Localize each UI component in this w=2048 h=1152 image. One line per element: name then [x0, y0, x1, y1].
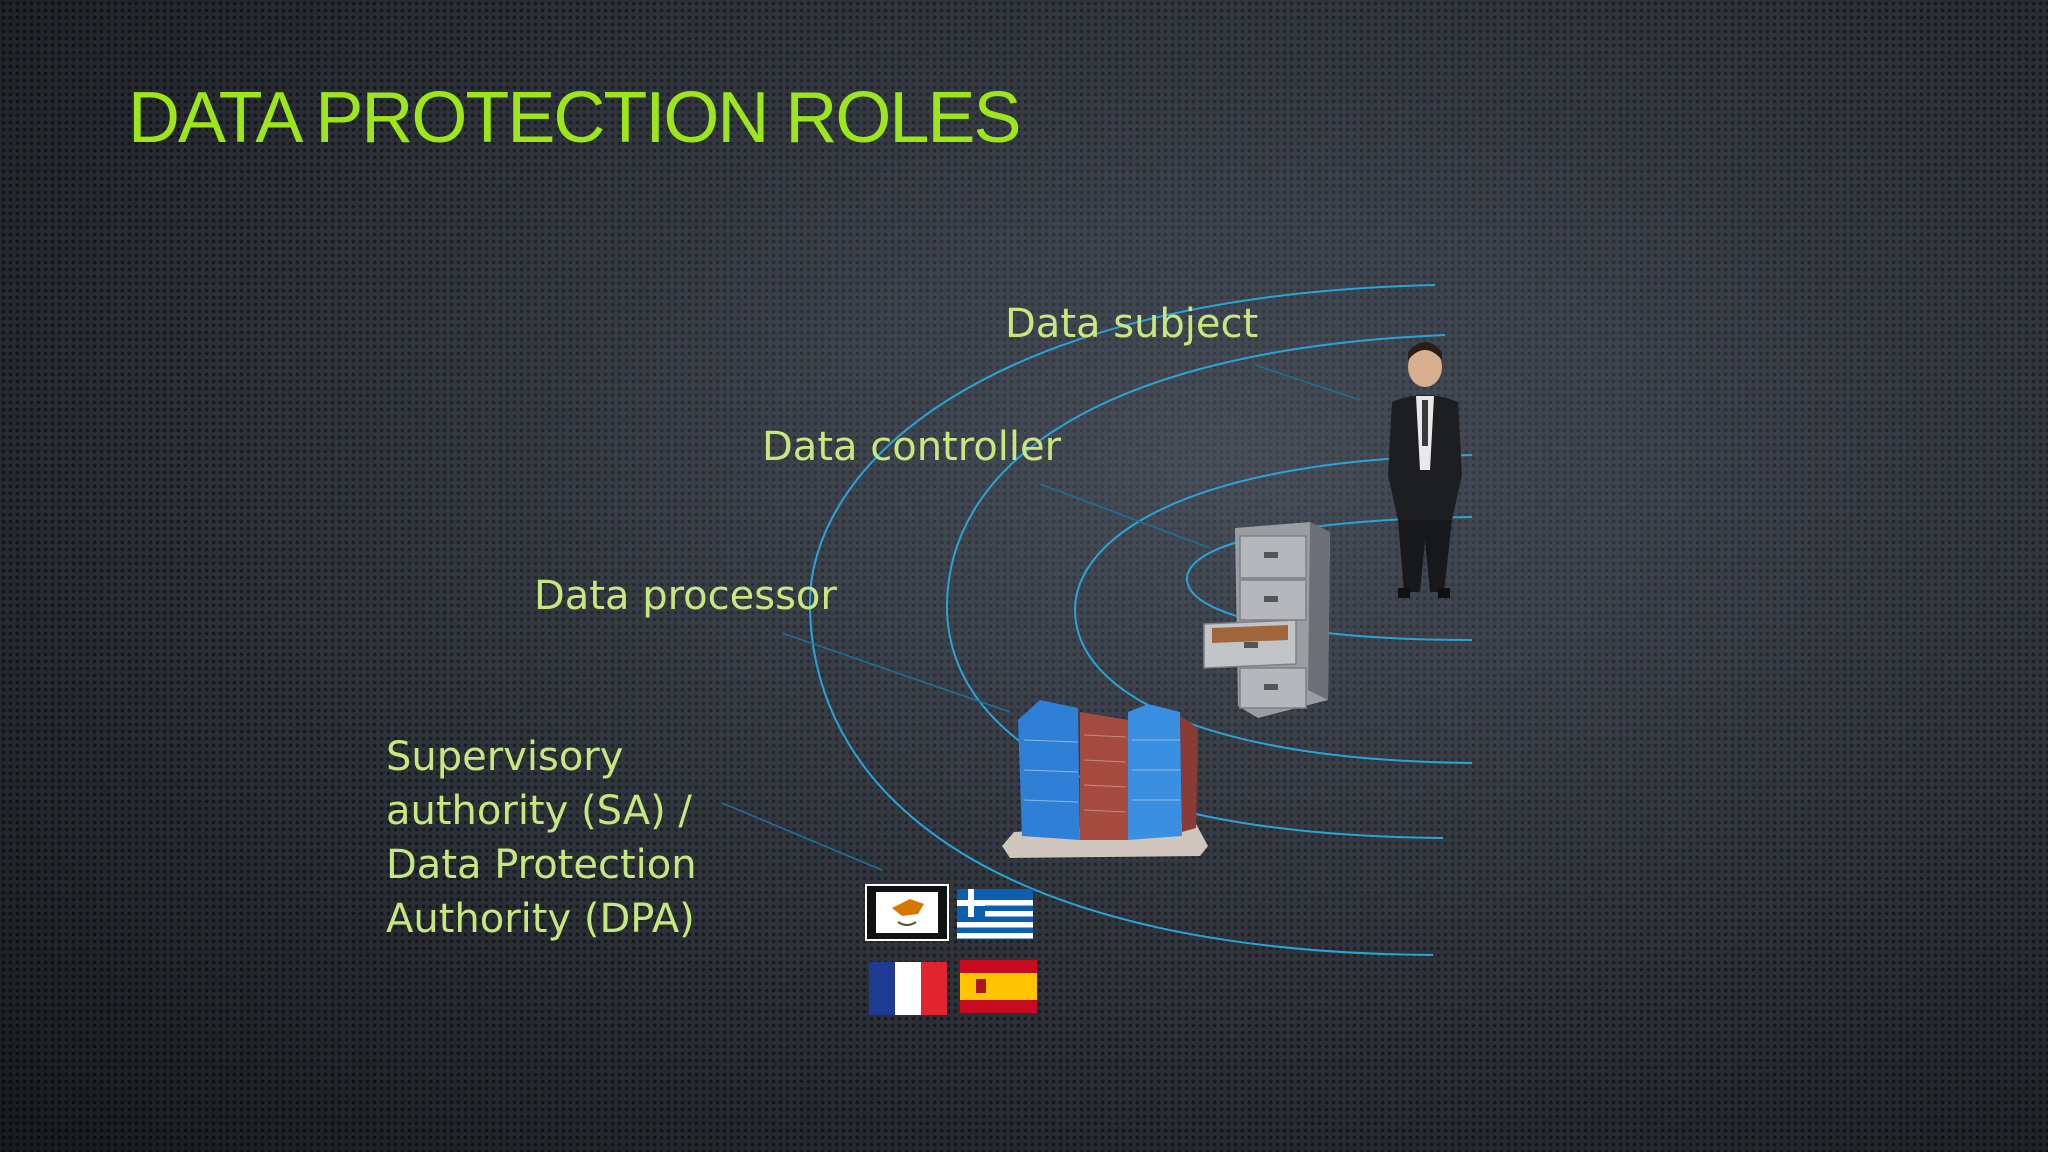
arc-second: [1073, 454, 1473, 764]
leader-lines: [721, 364, 1361, 871]
supervisory-authority-label: Supervisory authority (SA) / Data Protec…: [386, 730, 697, 946]
sa-line-4: Authority (DPA): [386, 896, 695, 942]
spain-flag-icon: [960, 960, 1037, 1013]
office-building-icon: [1002, 700, 1208, 858]
leader-sa: [721, 802, 883, 871]
leader-controller: [1039, 483, 1211, 549]
leader-processor: [781, 632, 1011, 713]
sa-line-3: Data Protection: [386, 842, 697, 888]
france-flag-icon: [869, 962, 947, 1015]
data-controller-label: Data controller: [762, 424, 1062, 470]
filing-cabinet-icon: [1203, 522, 1330, 718]
greece-flag-icon: [957, 889, 1033, 939]
data-subject-label: Data subject: [1005, 301, 1259, 347]
arc-inner: [1185, 516, 1473, 641]
cyprus-flag-icon: [865, 884, 949, 941]
leader-subject: [1254, 364, 1361, 401]
arc-outer: [808, 284, 1436, 956]
sa-line-1: Supervisory: [386, 734, 624, 780]
sa-line-2: authority (SA) /: [386, 788, 692, 834]
data-processor-label: Data processor: [534, 573, 837, 619]
person-icon: [1388, 342, 1462, 598]
slide-title: DATA PROTECTION ROLES: [128, 78, 1021, 158]
